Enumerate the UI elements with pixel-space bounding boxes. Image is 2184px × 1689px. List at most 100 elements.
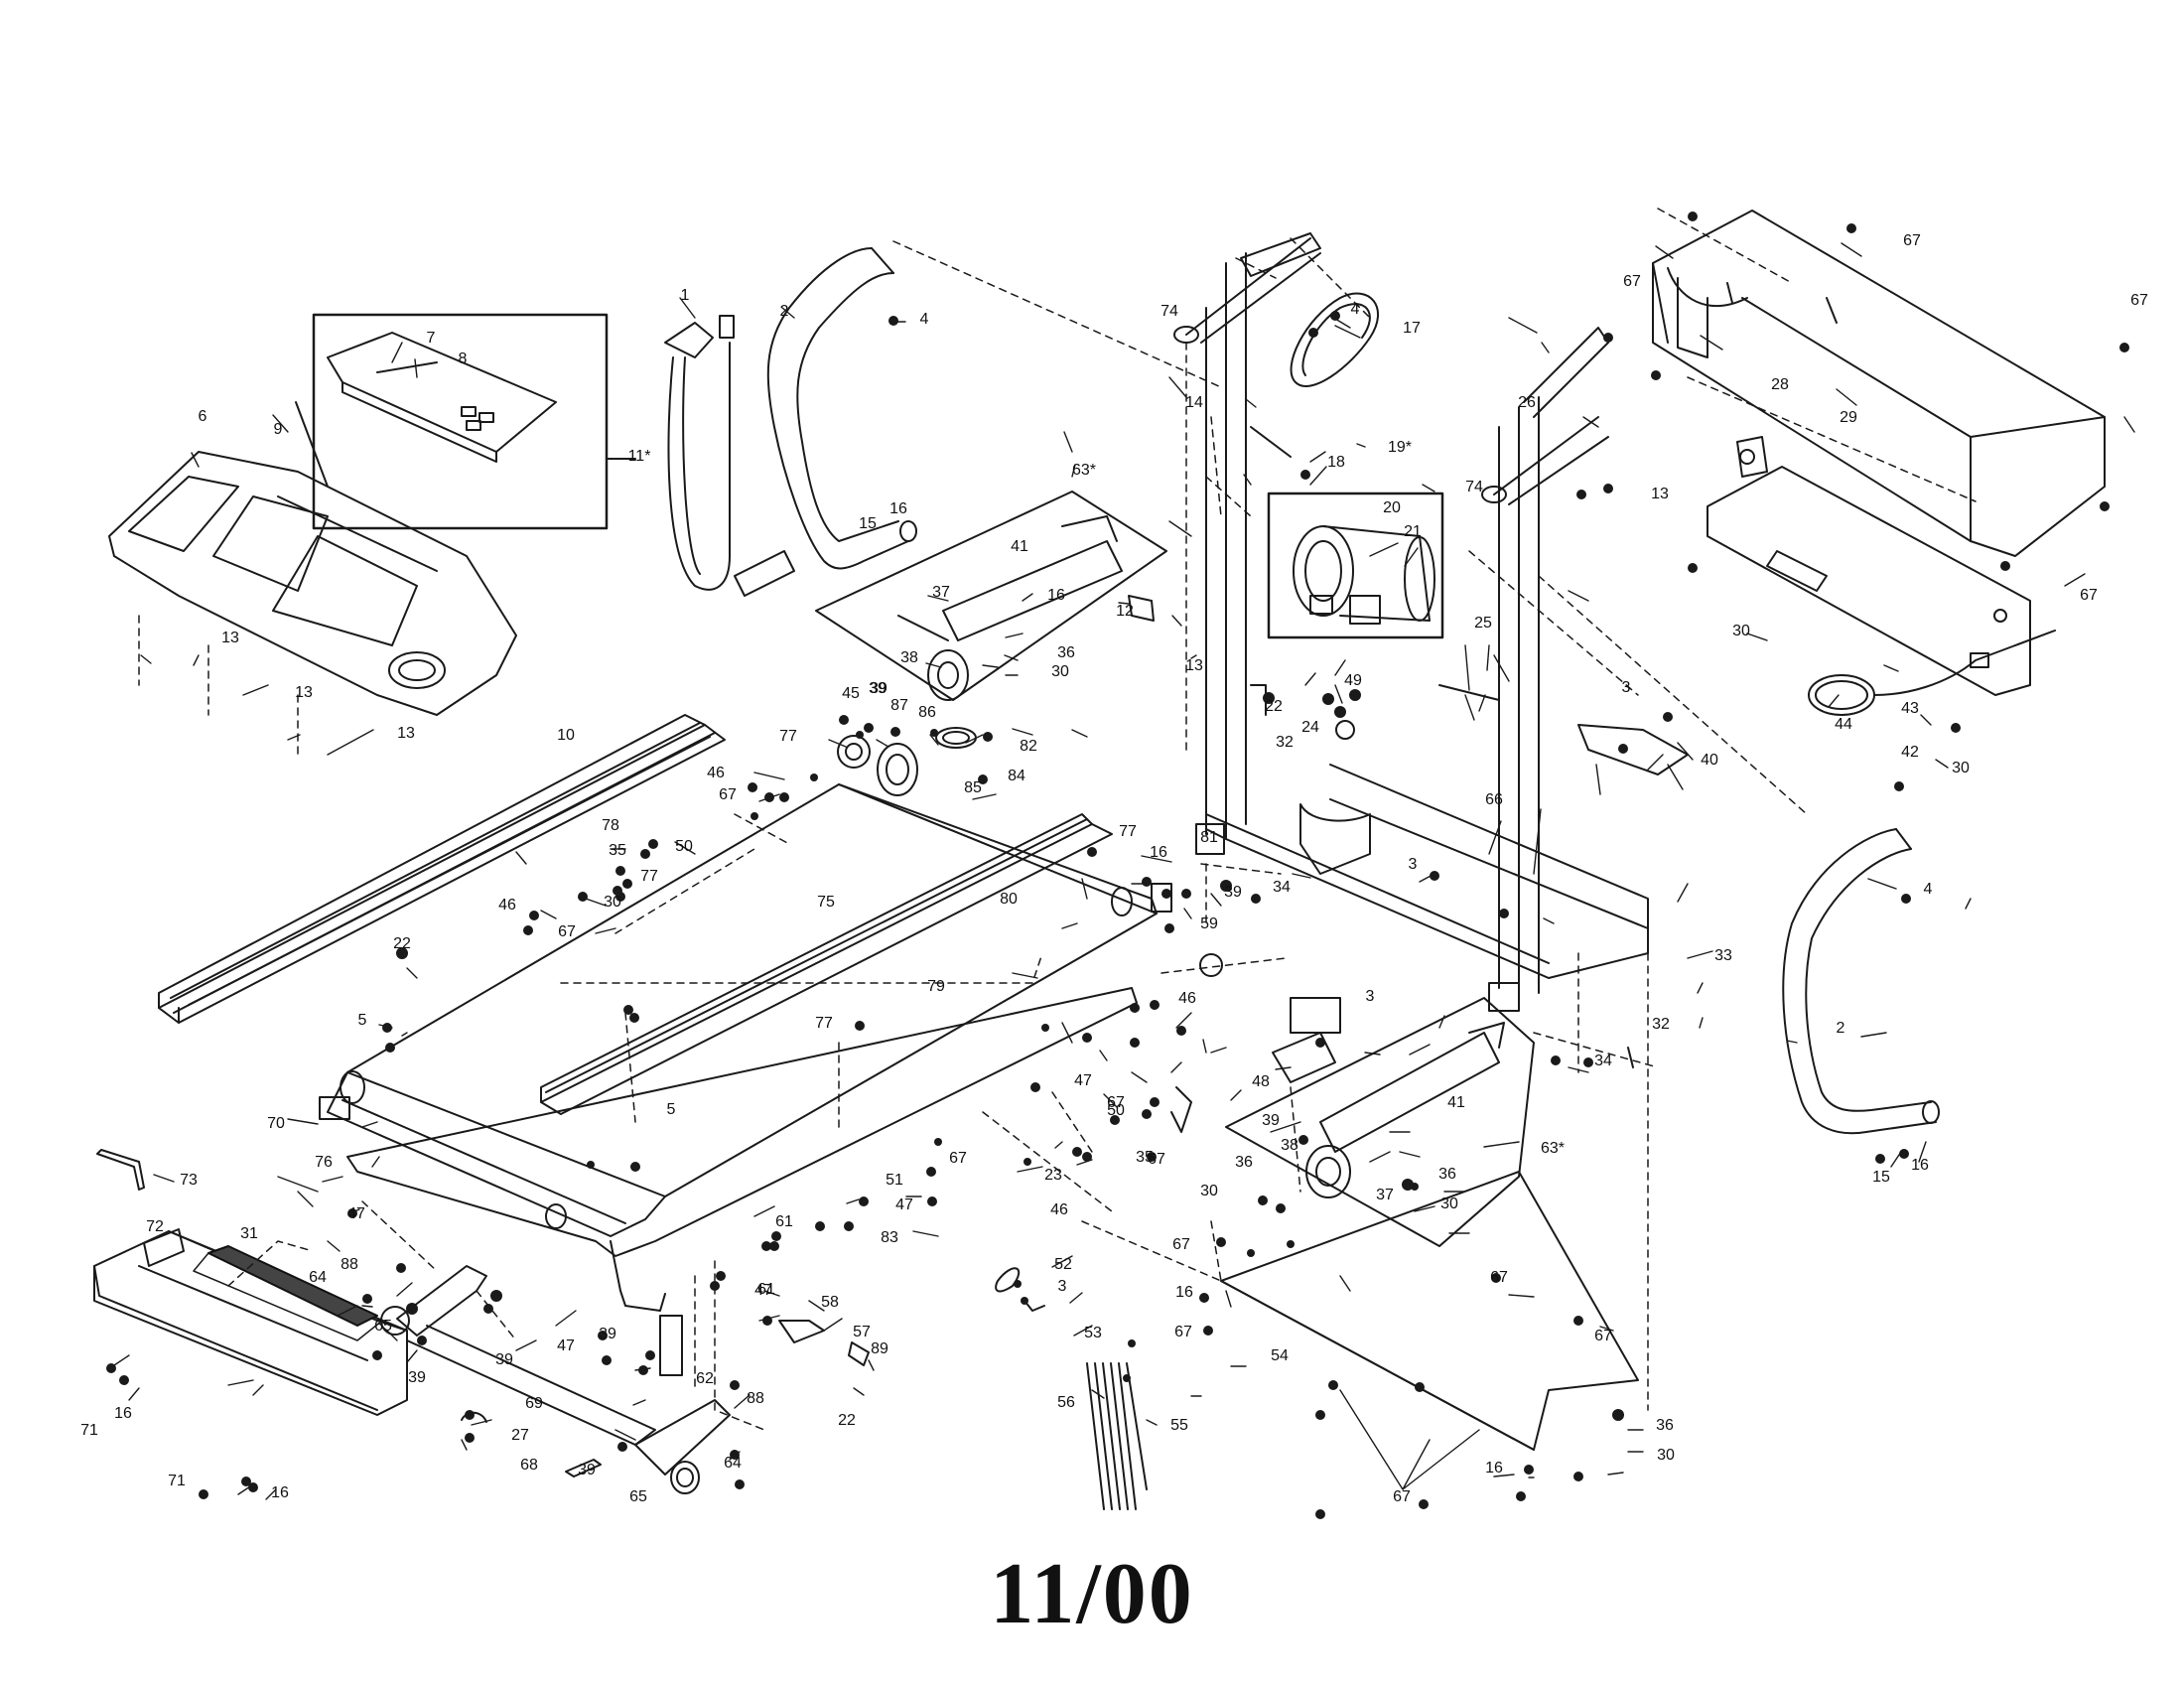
part-label-l62: 62 — [696, 1370, 714, 1387]
part-label-l38a: 38 — [900, 649, 918, 666]
upright-frame — [1173, 232, 1649, 1012]
part-label-l5a: 5 — [358, 1012, 367, 1029]
part-label-l68: 68 — [520, 1457, 538, 1474]
part-label-l41b: 41 — [1447, 1094, 1465, 1111]
part-label-l3a: 3 — [1622, 679, 1631, 696]
part-label-l18: 18 — [1327, 454, 1345, 471]
safety-key-strap — [664, 315, 735, 591]
right-handrail — [1782, 828, 1940, 1135]
part-label-l39c: 39 — [1224, 884, 1242, 901]
part-label-l67i: 67 — [949, 1150, 967, 1167]
part-label-l34a: 34 — [1273, 879, 1291, 896]
part-label-l16h: 16 — [271, 1484, 289, 1501]
part-label-l39a: 39 — [869, 680, 887, 697]
part-label-l30a: 30 — [1732, 623, 1750, 639]
walking-deck — [319, 783, 1172, 1237]
alignment-guides — [138, 208, 1977, 1431]
part-label-l28: 28 — [1771, 376, 1789, 393]
part-label-l46c: 46 — [1178, 990, 1196, 1007]
part-label-l4c: 4 — [1924, 881, 1933, 898]
part-label-l11: 11* — [628, 448, 651, 465]
part-label-l47d: 47 — [754, 1282, 772, 1299]
part-label-l72: 72 — [146, 1218, 164, 1235]
part-label-l30c: 30 — [1051, 663, 1069, 680]
part-label-l16b: 16 — [1047, 587, 1065, 604]
frame-platform — [346, 987, 1138, 1312]
part-label-l32a: 32 — [1276, 734, 1294, 751]
part-label-l24: 24 — [1301, 719, 1319, 736]
part-label-l3c: 3 — [1409, 856, 1418, 873]
part-label-l16e: 16 — [1485, 1460, 1503, 1477]
part-label-l67e: 67 — [719, 786, 737, 803]
part-label-l9: 9 — [274, 421, 283, 438]
part-label-l67g: 67 — [1107, 1094, 1125, 1111]
part-label-l71a: 71 — [80, 1422, 98, 1439]
part-label-l12: 12 — [1116, 603, 1134, 620]
part-label-l22c: 22 — [838, 1412, 856, 1429]
part-label-l74b: 74 — [1465, 479, 1483, 495]
part-label-l69: 69 — [525, 1395, 543, 1412]
part-label-l57: 57 — [853, 1324, 871, 1340]
left-handrail — [766, 247, 917, 570]
part-label-l37a: 37 — [932, 584, 950, 601]
part-label-l42: 42 — [1901, 744, 1919, 761]
part-label-l39e: 39 — [408, 1369, 426, 1386]
part-label-l55: 55 — [1170, 1417, 1188, 1434]
part-label-l67b: 67 — [1623, 273, 1641, 290]
part-label-l66: 66 — [1485, 791, 1503, 808]
console-housing — [108, 401, 517, 716]
part-label-l13b: 13 — [295, 684, 313, 701]
part-label-l43: 43 — [1901, 700, 1919, 717]
part-label-l15b: 15 — [1872, 1169, 1890, 1186]
part-label-l39f: 39 — [495, 1351, 513, 1368]
part-label-l67n: 67 — [1393, 1488, 1411, 1505]
part-label-l36a: 36 — [1057, 644, 1075, 661]
part-label-l30b: 30 — [1952, 760, 1970, 776]
part-label-l64b: 64 — [724, 1455, 742, 1472]
part-label-l67a: 67 — [1903, 232, 1921, 249]
part-label-l47b: 47 — [895, 1196, 913, 1213]
part-label-l46a: 46 — [707, 765, 725, 781]
part-label-l21: 21 — [1404, 523, 1422, 540]
part-label-l50b: 50 — [1107, 1102, 1125, 1119]
part-label-l16d: 16 — [1175, 1284, 1193, 1301]
base-plate — [1220, 1171, 1639, 1451]
part-label-l13a: 13 — [221, 630, 239, 646]
part-label-l48: 48 — [1252, 1073, 1270, 1090]
part-label-l40: 40 — [1701, 752, 1718, 769]
part-label-l74a: 74 — [1160, 303, 1178, 320]
part-label-l1: 1 — [681, 287, 690, 304]
part-label-l84: 84 — [1008, 768, 1025, 784]
front-roller-assembly — [380, 1265, 731, 1494]
part-label-l67k: 67 — [1174, 1324, 1192, 1340]
part-label-l67m: 67 — [1594, 1328, 1612, 1344]
part-label-l45: 45 — [842, 685, 860, 702]
part-label-l54: 54 — [1271, 1347, 1289, 1364]
part-label-l25: 25 — [1474, 615, 1492, 632]
part-label-l23: 23 — [1044, 1167, 1062, 1184]
power-cord — [1808, 630, 2056, 716]
side-rail-left — [158, 714, 726, 1024]
part-label-l22b: 22 — [1265, 698, 1283, 715]
part-label-l14: 14 — [1185, 394, 1203, 411]
part-label-l80: 80 — [1000, 891, 1018, 908]
part-label-l64a: 64 — [309, 1269, 327, 1286]
part-label-l10: 10 — [557, 727, 575, 744]
part-label-l46d: 46 — [1050, 1201, 1068, 1218]
part-label-l36c: 36 — [1438, 1166, 1456, 1183]
part-label-l79: 79 — [927, 978, 945, 995]
part-label-l6: 6 — [199, 408, 207, 425]
part-label-l56: 56 — [1057, 1394, 1075, 1411]
part-label-l81: 81 — [1200, 829, 1218, 846]
part-label-l41a: 41 — [1011, 538, 1028, 555]
roller-pulley — [837, 727, 977, 796]
part-label-l83: 83 — [881, 1229, 898, 1246]
part-label-l88a: 88 — [341, 1256, 358, 1273]
part-label-l30f: 30 — [1440, 1196, 1458, 1212]
part-label-l77b: 77 — [640, 868, 658, 885]
part-label-l33: 33 — [1714, 947, 1732, 964]
part-label-l67l: 67 — [1490, 1269, 1508, 1286]
part-label-l35a: 35 — [609, 842, 626, 859]
part-label-l30d: 30 — [604, 894, 621, 911]
